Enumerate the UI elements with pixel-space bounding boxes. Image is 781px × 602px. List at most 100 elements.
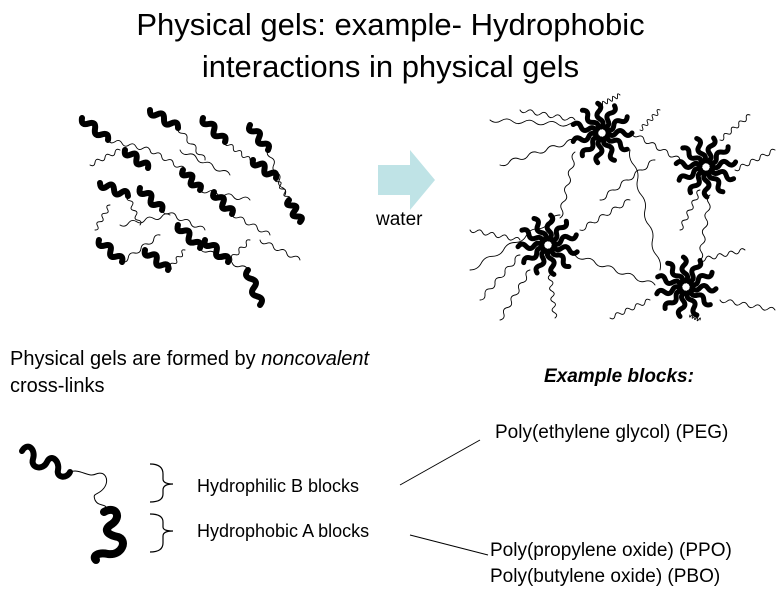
connecting-chain-16 [609,298,651,320]
hydrophobic-chain-13 [243,267,265,308]
micelle-2-arm-4 [515,240,545,251]
example-pbo: Poly(butylene oxide) (PBO) [490,566,721,587]
micelle-2-arm-9 [551,232,579,247]
description-prefix: Physical gels are formed by [10,348,262,370]
connecting-chain-3 [574,254,656,286]
connecting-chain-15 [489,118,581,127]
connecting-chain-9 [719,299,776,311]
connecting-chain-14 [499,138,576,167]
micelle-3-arm-1 [675,290,688,319]
micelle-3-arm-6 [679,254,691,284]
micelle-0-arm-4 [579,135,601,159]
connecting-chain-21 [499,269,531,321]
micelle-0-arm-9 [602,103,618,130]
micelle-1-arm-5 [673,159,703,170]
hydrophobic-chain-8 [284,197,305,225]
micelle-2-arm-3 [521,245,546,266]
micelle-1-arm-3 [687,169,706,196]
connecting-chain-11 [719,114,751,141]
hydrophobic-chain-5 [136,185,166,213]
hydrophobic-block-bottom [90,505,127,564]
connecting-chain-19 [579,199,631,231]
connecting-chain-23 [599,159,656,201]
hydrophobic-chain-12 [201,237,232,265]
hydrophobic-chain-6 [179,167,204,193]
connecting-chain-18 [639,109,661,131]
connecting-chain-4 [699,194,711,261]
hydrophobic-chain-14 [210,189,236,217]
hydrophilic-chain-18 [179,149,231,176]
hydrophobic-chain-3 [246,122,272,153]
micelle-3-arm-3 [654,284,683,297]
hydrophilic-chain-4 [126,195,142,226]
hydrophilic-chain-2 [224,141,251,161]
micelle-3-arm-0 [684,290,700,318]
hydrophilic-chain-17 [119,213,171,227]
block-copolymer-legend-illustration [19,439,489,564]
micelle-1-arm-8 [705,135,718,164]
title-line-2: interactions in physical gels [201,49,580,84]
micelle-1-arm-4 [676,166,704,183]
hydrophobic-brace [149,513,174,553]
hydrophobic-chain-4 [97,180,131,199]
hydrophilic-chain-7 [274,177,291,201]
micelle-network-illustration [469,93,776,322]
micelle-2-arm-2 [533,248,549,276]
hydrophobic-chain-9 [95,237,126,265]
hydrophobic-chain-10 [141,247,172,273]
micelle-3-arm-5 [665,260,686,285]
connecting-chain-5 [469,229,521,241]
hydrophilic-chain-16 [259,239,301,261]
micelle-0-arm-3 [593,136,605,166]
example-ppo: Poly(propylene oxide) (PPO) [490,540,732,561]
arrow-label-water: water [376,209,423,230]
example-blocks-heading: Example blocks: [544,366,694,387]
micelle-3-arm-7 [686,258,704,285]
hydrophobic-block-top [19,443,73,480]
micelle-2-arm-6 [531,216,549,243]
micelle-1-arm-9 [707,144,731,166]
micelle-0-arm-1 [604,133,630,153]
hydrophilic-chain-5 [161,209,206,231]
micelle-2-arm-0 [549,246,572,270]
connecting-chain-10 [734,148,776,172]
connecting-chain-1 [559,151,576,219]
micelle-0-arm-6 [570,120,599,134]
process-arrow [378,150,435,210]
hydrophilic-chain-12 [94,204,111,231]
description-emphasis: noncovalent [261,348,370,370]
hydrophilic-chain-1 [177,127,206,161]
example-peg: Poly(ethylene glycol) (PEG) [495,422,729,443]
right-arrow-shape [378,150,435,210]
connecting-chain-6 [479,254,521,301]
micelle-2-arm-5 [519,227,546,245]
micelle-0-arm-10 [604,114,630,133]
hydrophilic-chain-0 [107,139,151,151]
micelle-3-arm-2 [662,288,685,311]
connecting-chain-12 [599,93,621,107]
hydrophilic-chain-14 [231,213,271,236]
hydrophilic-chain-15 [89,148,121,167]
micelle-0-arm-5 [570,130,599,144]
hydrophilic-block [69,470,108,511]
micelle-1-arm-7 [694,136,708,164]
connecting-chain-0 [631,132,681,161]
hydrophobic-chain-15 [121,147,152,171]
title-line-1: Physical gels: example- Hydrophobic [136,7,645,42]
connecting-chain-7 [547,274,558,319]
micelle-0-arm-7 [579,107,601,131]
hydrophobic-chain-1 [147,107,181,131]
hydrophobic-chain-2 [199,115,229,145]
micelle-3-arm-9 [689,283,719,294]
micelle-2-arm-10 [551,243,580,256]
connecting-chain-22 [679,189,701,231]
slide-title: Physical gels: example- Hydrophobic inte… [0,4,781,88]
micelle-2-arm-8 [549,218,570,243]
peg-connector-line [399,439,481,486]
micelle-3-arm-10 [688,288,713,308]
hydrophobic-label: Hydrophobic A blocks [197,521,370,541]
micelle-1-arm-2 [701,170,712,200]
micelle-3-arm-4 [655,273,683,288]
hydrophilic-chain-6 [199,189,251,201]
